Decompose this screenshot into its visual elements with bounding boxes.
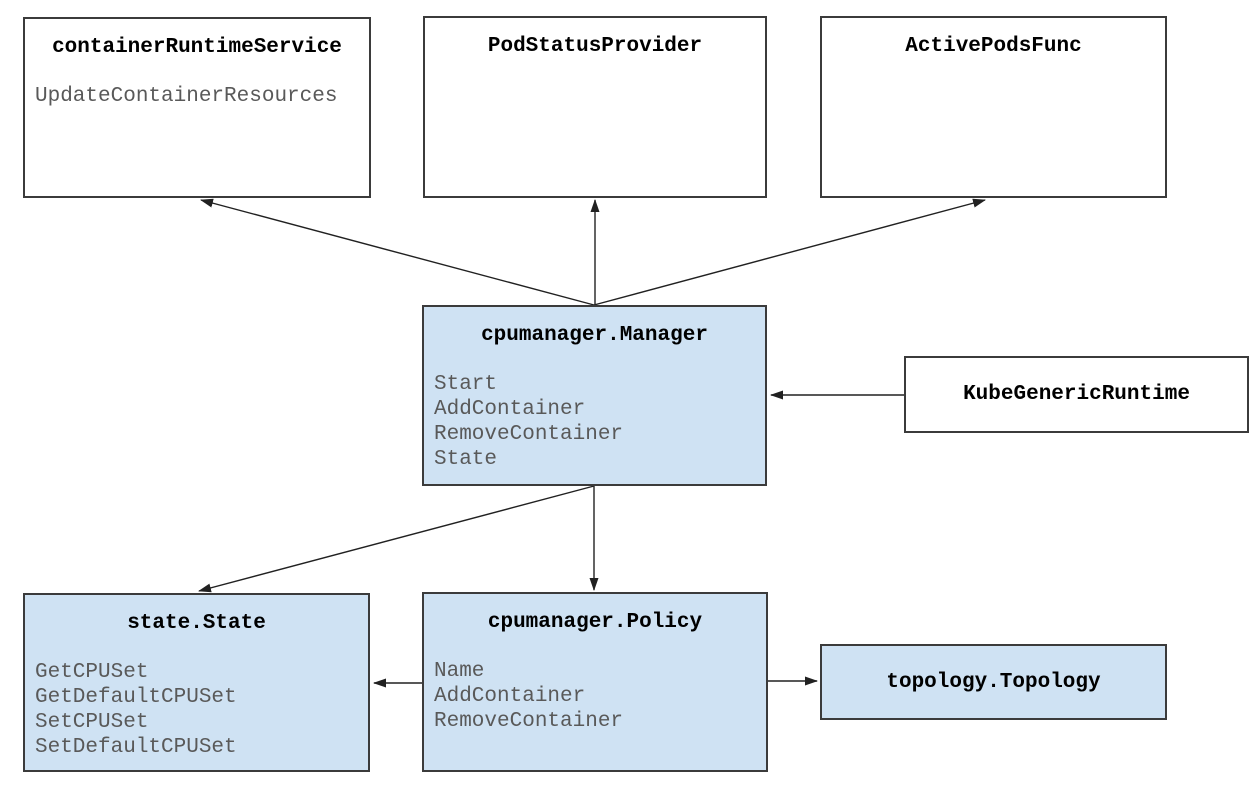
arrow-manager-to-active-pods-func <box>593 198 986 306</box>
node-cpumanager-manager: cpumanager.Manager Start AddContainer Re… <box>422 305 767 486</box>
node-title: KubeGenericRuntime <box>963 383 1190 406</box>
node-pod-status-provider: PodStatusProvider <box>423 16 767 198</box>
node-methods: Name AddContainer RemoveContainer <box>434 659 766 734</box>
node-method: Name <box>434 660 485 683</box>
arrow-manager-to-state-state <box>198 485 595 593</box>
node-method: RemoveContainer <box>434 710 624 733</box>
node-method: SetDefaultCPUSet <box>35 736 237 759</box>
node-method: GetCPUSet <box>35 661 149 684</box>
node-methods: UpdateContainerResources <box>35 84 369 109</box>
node-title: topology.Topology <box>886 670 1101 694</box>
node-method: State <box>434 448 498 471</box>
node-kube-generic-runtime: KubeGenericRuntime <box>904 356 1249 433</box>
node-title: ActivePodsFunc <box>905 35 1082 58</box>
node-method: GetDefaultCPUSet <box>35 686 237 709</box>
node-title: state.State <box>127 612 266 635</box>
node-method: UpdateContainerResources <box>35 85 338 108</box>
node-title: cpumanager.Manager <box>481 324 708 347</box>
node-title: containerRuntimeService <box>52 36 342 59</box>
node-methods: Start AddContainer RemoveContainer State <box>434 372 765 472</box>
node-title: PodStatusProvider <box>487 35 703 58</box>
node-method: AddContainer <box>434 685 586 708</box>
node-title: cpumanager.Policy <box>487 611 703 634</box>
node-cpumanager-policy: cpumanager.Policy Name AddContainer Remo… <box>422 592 768 772</box>
node-container-runtime-service: containerRuntimeService UpdateContainerR… <box>23 17 371 198</box>
arrow-manager-to-container-runtime-service <box>200 198 595 306</box>
node-topology-topology: topology.Topology <box>820 644 1167 720</box>
node-method: AddContainer <box>434 398 586 421</box>
node-state-state: state.State GetCPUSet GetDefaultCPUSet S… <box>23 593 370 772</box>
node-methods: GetCPUSet GetDefaultCPUSet SetCPUSet Set… <box>35 660 368 760</box>
node-method: Start <box>434 373 498 396</box>
node-method: SetCPUSet <box>35 711 149 734</box>
node-method: RemoveContainer <box>434 423 624 446</box>
node-active-pods-func: ActivePodsFunc <box>820 16 1167 198</box>
